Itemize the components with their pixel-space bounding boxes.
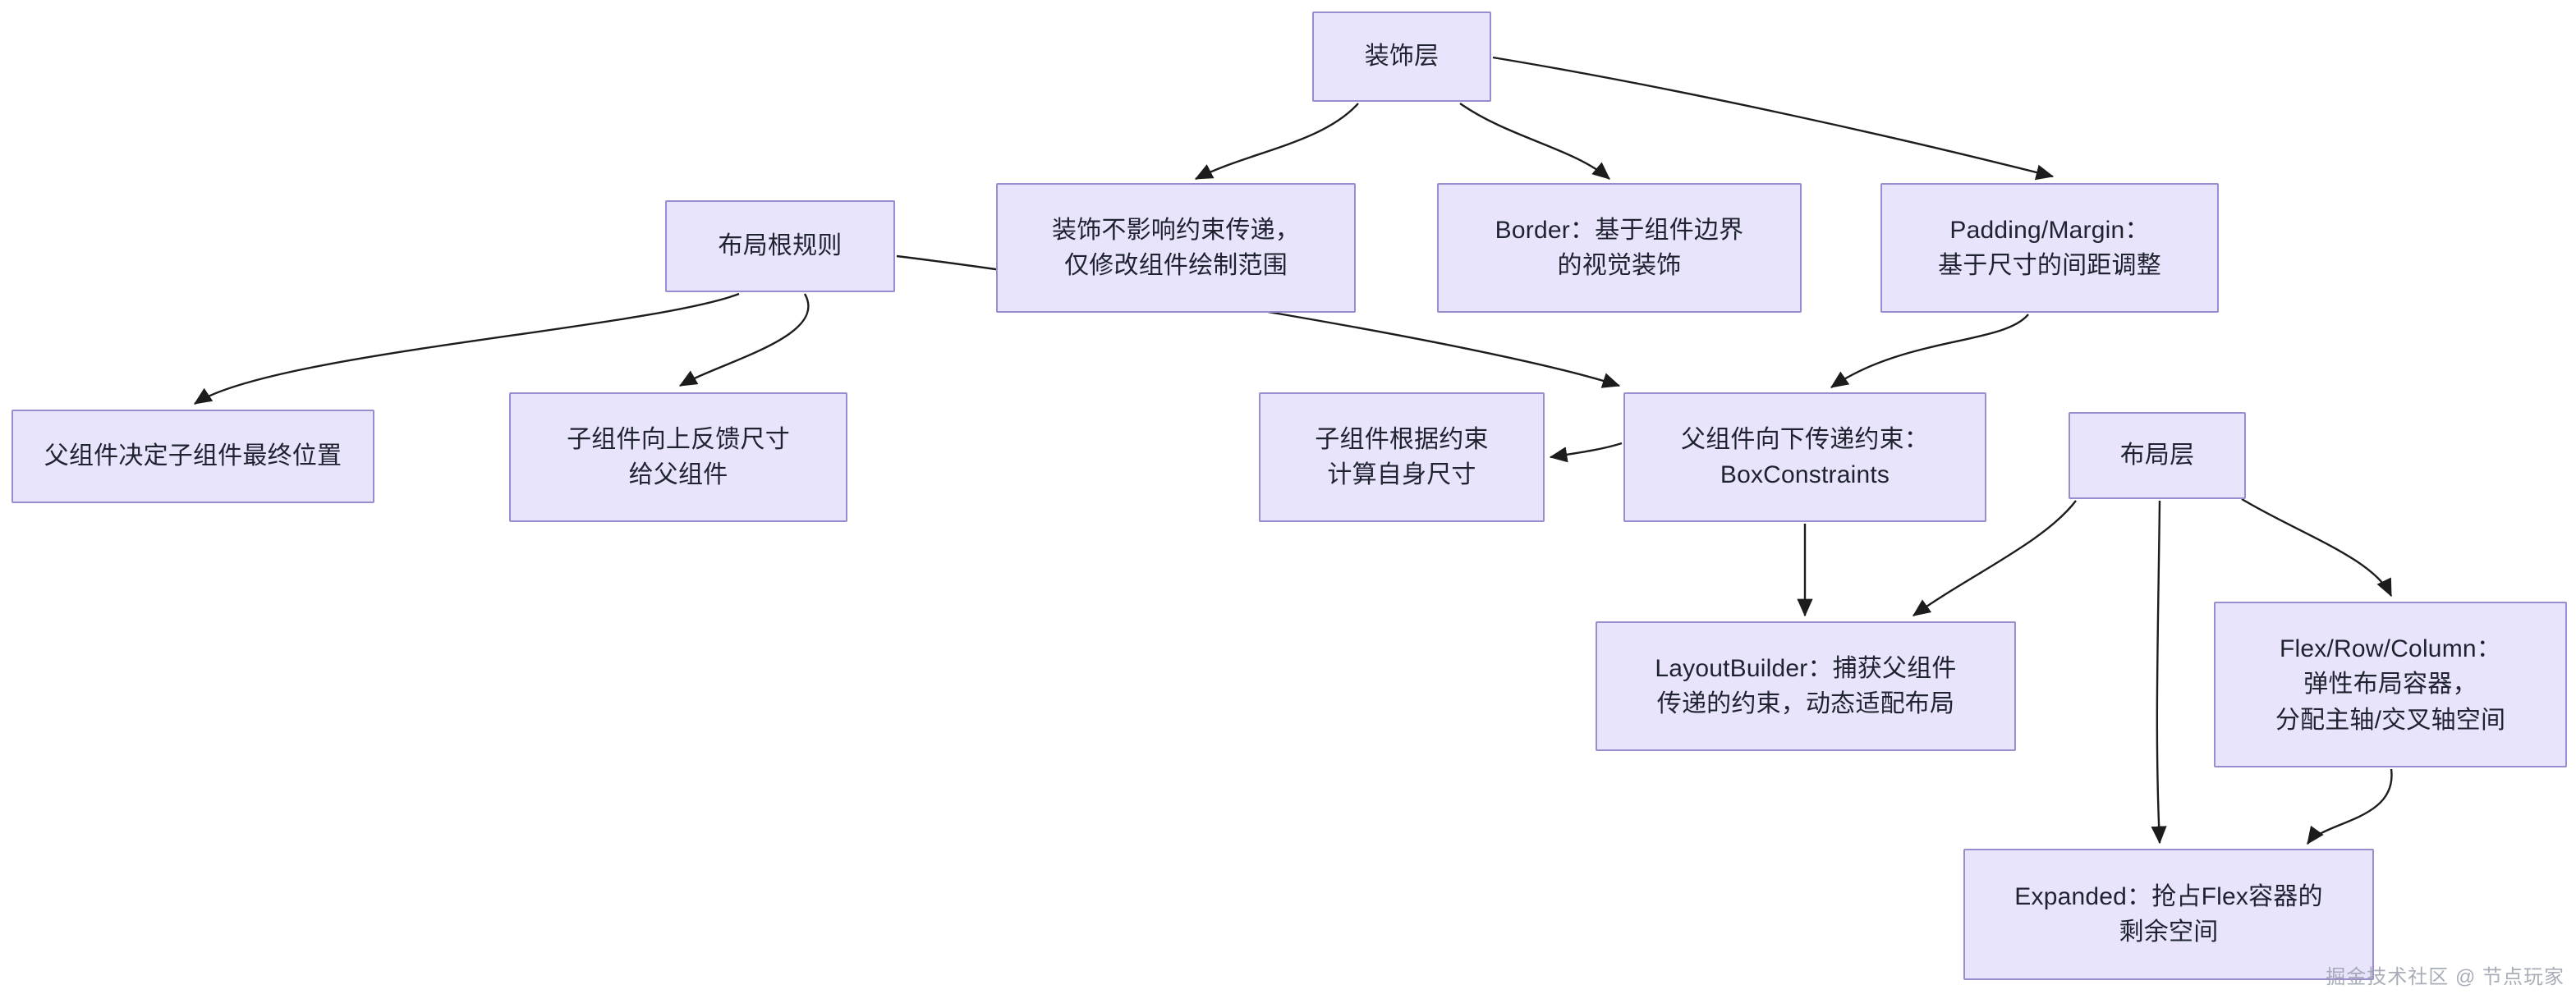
node-label-border-node: Border：基于组件边界 的视觉装饰	[1495, 216, 1744, 280]
node-label-layout-layer: 布局层	[2119, 442, 2195, 470]
node-border-node[interactable]: Border：基于组件边界 的视觉装饰	[1437, 183, 1802, 313]
edge-padding-margin-node-to-parent-passes-constraints	[1830, 314, 2029, 388]
node-parent-decides-pos[interactable]: 父组件决定子组件最终位置	[11, 410, 374, 503]
edge-layout-root-rule-to-child-reports-size	[678, 293, 810, 387]
edge-decoration-layer-to-decoration-no-effect	[1194, 103, 1359, 181]
node-label-padding-margin-node: Padding/Margin： 基于尺寸的间距调整	[1938, 216, 2161, 280]
node-label-layout-builder: LayoutBuilder：捕获父组件 传递的约束，动态适配布局	[1655, 654, 1957, 718]
watermark-text: 掘金技术社区 @ 节点玩家	[2326, 966, 2565, 988]
node-child-computes-size[interactable]: 子组件根据约束 计算自身尺寸	[1259, 392, 1545, 522]
node-padding-margin-node[interactable]: Padding/Margin： 基于尺寸的间距调整	[1880, 183, 2219, 313]
node-parent-passes-constraints[interactable]: 父组件向下传递约束： BoxConstraints	[1623, 392, 1986, 522]
node-label-child-computes-size: 子组件根据约束 计算自身尺寸	[1315, 425, 1489, 489]
node-label-decoration-no-effect: 装饰不影响约束传递， 仅修改组件绘制范围	[1052, 216, 1300, 280]
node-label-parent-passes-constraints: 父组件向下传递约束： BoxConstraints	[1681, 425, 1929, 489]
node-decoration-layer[interactable]: 装饰层	[1312, 11, 1491, 102]
edge-layout-root-rule-to-parent-decides-pos	[194, 292, 740, 405]
node-layout-layer[interactable]: 布局层	[2069, 412, 2246, 499]
node-expanded-node[interactable]: Expanded：抢占Flex容器的 剩余空间	[1963, 849, 2374, 980]
node-label-flex-row-column: Flex/Row/Column： 弹性布局容器， 分配主轴/交叉轴空间	[2275, 634, 2506, 734]
node-label-expanded-node: Expanded：抢占Flex容器的 剩余空间	[2014, 882, 2323, 946]
node-layout-root-rule[interactable]: 布局根规则	[665, 200, 895, 292]
node-label-layout-root-rule: 布局根规则	[718, 232, 843, 260]
node-child-reports-size[interactable]: 子组件向上反馈尺寸 给父组件	[509, 392, 847, 522]
node-flex-row-column[interactable]: Flex/Row/Column： 弹性布局容器， 分配主轴/交叉轴空间	[2214, 602, 2567, 767]
edge-flex-row-column-to-expanded-node	[2307, 768, 2393, 845]
node-layout-builder[interactable]: LayoutBuilder：捕获父组件 传递的约束，动态适配布局	[1596, 621, 2016, 751]
edge-layout-layer-to-expanded-node	[2151, 500, 2167, 845]
node-label-child-reports-size: 子组件向上反馈尺寸 给父组件	[567, 425, 790, 489]
edge-parent-passes-constraints-to-child-computes-size	[1549, 442, 1623, 463]
edge-layout-layer-to-flex-row-column	[2241, 497, 2393, 598]
node-label-parent-decides-pos: 父组件决定子组件最终位置	[44, 442, 342, 470]
node-decoration-no-effect[interactable]: 装饰不影响约束传递， 仅修改组件绘制范围	[996, 183, 1356, 313]
node-label-decoration-layer: 装饰层	[1364, 43, 1440, 71]
edge-decoration-layer-to-padding-margin-node	[1492, 56, 2055, 181]
edge-decoration-layer-to-border-node	[1459, 103, 1610, 180]
